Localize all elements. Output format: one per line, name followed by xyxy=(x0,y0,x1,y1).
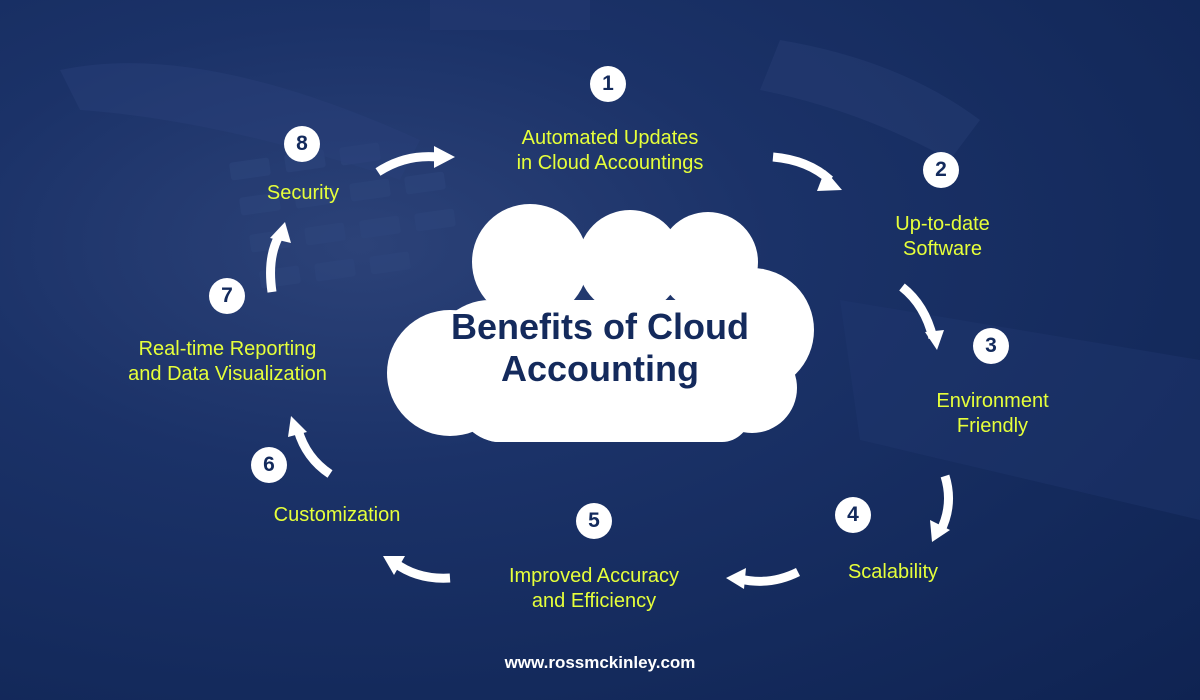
step-2-label-line-2: Software xyxy=(903,238,982,260)
diagram-title: Benefits of Cloud Accounting xyxy=(415,306,785,390)
arrow-4-to-5 xyxy=(738,567,801,586)
step-1-label-line-1: Automated Updates xyxy=(521,127,699,149)
step-4-label-line-1: Scalability xyxy=(847,561,939,583)
step-1-number-badge: 1 xyxy=(590,66,626,102)
step-5-number-badge: 5 xyxy=(576,503,612,539)
step-2-label: Up-to-date Software xyxy=(860,212,1025,262)
step-2-number-badge: 2 xyxy=(923,152,959,188)
step-3-number-badge: 3 xyxy=(973,328,1009,364)
step-8-label: Security xyxy=(248,181,358,206)
step-3-label-line-1: Environment xyxy=(936,390,1049,412)
step-5-label-line-1: Improved Accuracy xyxy=(508,565,680,587)
step-7-label-line-2: and Data Visualization xyxy=(128,363,327,385)
step-3-label: Environment Friendly xyxy=(910,389,1075,439)
step-1-label: Automated Updates in Cloud Accountings xyxy=(470,126,750,176)
arrow-6-to-7 xyxy=(293,428,333,478)
step-4-number-badge: 4 xyxy=(835,497,871,533)
arrowhead-4-to-5 xyxy=(726,568,746,589)
step-7-label-line-1: Real-time Reporting xyxy=(138,338,317,360)
website-url: www.rossmckinley.com xyxy=(504,653,696,672)
step-7-label: Real-time Reporting and Data Visualizati… xyxy=(100,337,355,387)
step-5-label: Improved Accuracy and Efficiency xyxy=(470,564,718,614)
arrowhead-3-to-4 xyxy=(930,520,950,542)
arrow-8-to-1 xyxy=(375,152,439,176)
arrow-7-to-8 xyxy=(266,233,284,293)
step-1-label-line-2: in Cloud Accountings xyxy=(516,152,704,174)
step-8-number-badge: 8 xyxy=(284,126,320,162)
arrowhead-6-to-7 xyxy=(288,416,307,437)
step-8-label-line-1: Security xyxy=(266,182,340,204)
step-3-label-line-2: Friendly xyxy=(956,415,1029,437)
step-2-label-line-1: Up-to-date xyxy=(895,213,990,235)
diagram-title-line-2: Accounting xyxy=(501,348,699,389)
step-5-label-line-2: and Efficiency xyxy=(531,590,657,612)
arrowhead-1-to-2 xyxy=(817,170,842,191)
step-6-label-line-1: Customization xyxy=(273,504,401,526)
arrowhead-2-to-3 xyxy=(925,330,944,350)
arrowhead-7-to-8 xyxy=(270,222,291,243)
step-6-label: Customization xyxy=(244,503,430,528)
arrowhead-5-to-6 xyxy=(383,556,405,575)
diagram-title-line-1: Benefits of Cloud xyxy=(451,306,749,347)
step-7-number-badge: 7 xyxy=(209,278,245,314)
arrowhead-8-to-1 xyxy=(434,146,455,168)
step-6-number-badge: 6 xyxy=(251,447,287,483)
step-4-label: Scalability xyxy=(813,560,973,585)
